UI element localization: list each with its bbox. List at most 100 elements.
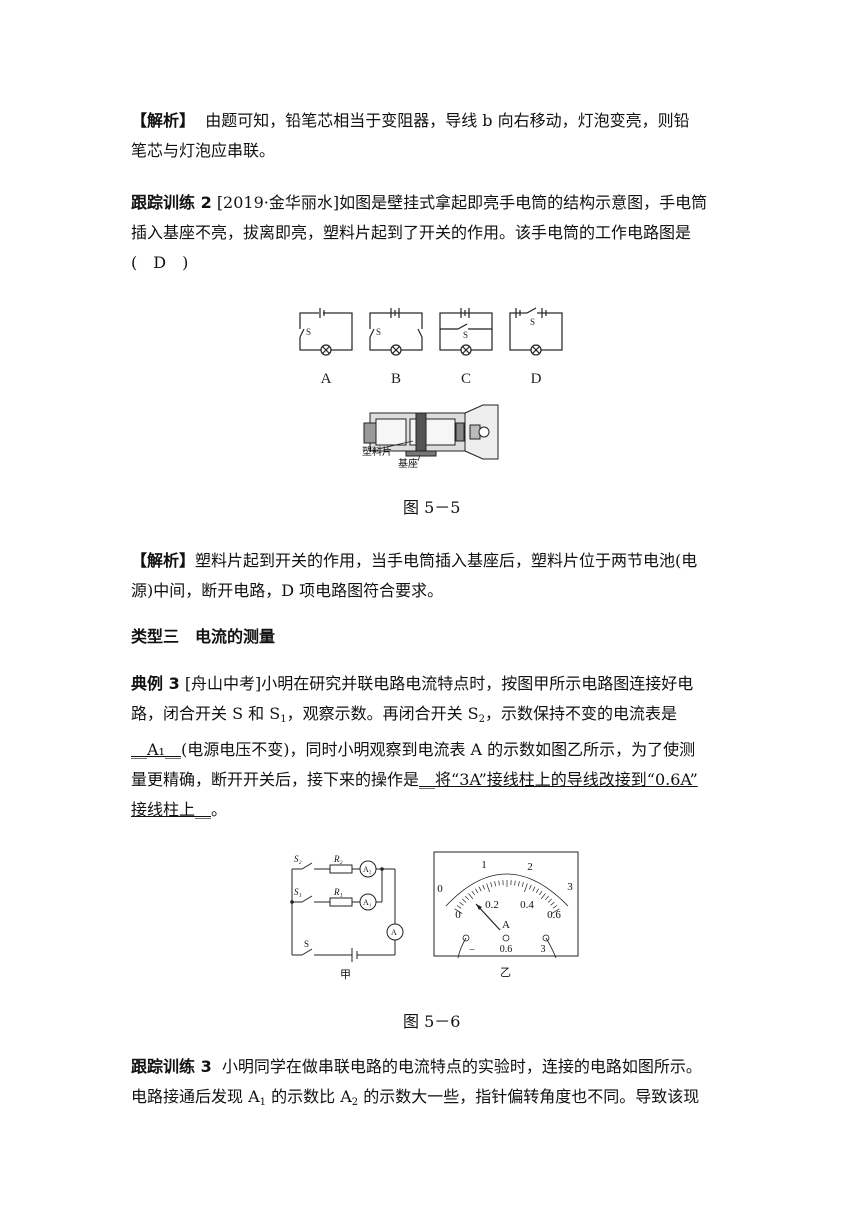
circuit-c	[439, 308, 493, 356]
figure-label-yi: 乙	[500, 966, 511, 979]
example-text-line: 。	[211, 800, 228, 819]
circuit-label: A₂	[363, 865, 372, 874]
meter-tick	[494, 881, 496, 887]
meter-tick	[486, 883, 490, 893]
meter-tick	[471, 890, 475, 896]
figure-label-jia: 甲	[340, 969, 351, 981]
option-label: D	[531, 371, 542, 387]
meter-bottom-scale: 0	[455, 909, 461, 921]
meter-tick	[539, 890, 543, 896]
meter-tick	[462, 898, 467, 903]
ammeter-dial: 0 1 2 3 0 0.2 0.4 0.6 A – 0.6 3 乙	[433, 851, 579, 979]
example-text-line: 量更精确，断开开关后，接下来的操作是	[131, 770, 420, 789]
circuit-b	[368, 308, 424, 356]
circuit-label: S₂	[294, 854, 302, 864]
circuit-label: S	[304, 939, 309, 949]
circuit-label: R₂	[333, 854, 343, 864]
meter-tick	[459, 901, 464, 906]
terminal-label: –	[469, 944, 476, 955]
answer-blank: 接线柱上__	[131, 800, 212, 819]
circuit-label: S₁	[294, 887, 302, 897]
practice-2-paragraph: 跟踪训练 2 [2019·金华丽水]如图是壁挂式拿起即亮手电筒的结构示意图，手电…	[131, 188, 731, 278]
circuit-options-figure: S S S S A B C D	[298, 307, 563, 387]
parallel-circuit-diagram: S₂ R₂ A₂ S₁ R₁ A₁ S A 甲	[290, 854, 404, 981]
analysis-paragraph-2: 【解析】塑料片起到开关的作用，当手电筒插入基座后，塑料片位于两节电池(电 源)中…	[131, 546, 731, 606]
practice-text-line: 插入基座不亮，拔离即亮，塑料片起到了开关的作用。该手电筒的工作电路图是	[131, 223, 692, 242]
switch-label: S	[306, 327, 311, 337]
meter-tick	[540, 893, 546, 900]
meter-bottom-scale: 0.4	[520, 899, 534, 911]
answer-choice: ( D )	[131, 253, 189, 272]
subscript: 1	[259, 1097, 267, 1108]
meter-top-scale: 2	[527, 861, 533, 873]
meter-bottom-scale: 0.6	[547, 909, 561, 921]
practice-label: 跟踪训练 2	[131, 193, 212, 212]
practice-text-line: [2019·金华丽水]如图是壁挂式拿起即亮手电筒的结构示意图，手电筒	[216, 193, 708, 212]
example-text-line: ，示数保持不变的电流表是	[485, 704, 678, 723]
plastic-piece-label: 塑料片	[362, 445, 392, 458]
base-label: 基座	[398, 457, 418, 470]
option-label: B	[391, 371, 401, 387]
example-text-line: [舟山中考]小明在研究并联电路电流特点时，按图甲所示电路图连接好电	[184, 674, 694, 693]
meter-top-scale: 1	[481, 859, 487, 871]
subscript: 2	[478, 714, 485, 725]
meter-tick	[478, 886, 482, 892]
meter-tick	[545, 895, 549, 901]
switch-label: S	[376, 327, 381, 337]
meter-unit: A	[502, 919, 510, 931]
option-label: C	[461, 371, 471, 387]
analysis-tag: 【解析】	[131, 111, 196, 130]
switch-label: S	[530, 317, 535, 327]
meter-tick	[475, 888, 479, 894]
meter-tick	[482, 884, 486, 890]
circuit-label: A₁	[363, 898, 372, 907]
example-text-line: (电源电压不变)，同时小明观察到电流表 A 的示数如图乙所示，为了使测	[180, 740, 696, 759]
section-title-text: 类型三 电流的测量	[131, 627, 276, 646]
section-title: 类型三 电流的测量	[131, 622, 731, 652]
practice-text-line: 的示数比 A	[266, 1087, 352, 1106]
example-3-paragraph: 典例 3 [舟山中考]小明在研究并联电路电流特点时，按图甲所示电路图连接好电 路…	[131, 669, 731, 825]
analysis-text-line: 塑料片起到开关的作用，当手电筒插入基座后，塑料片位于两节电池(电	[195, 551, 698, 570]
meter-tick	[490, 882, 493, 888]
example-text-line: 路，闭合开关 S 和 S	[131, 704, 281, 723]
meter-tick	[532, 886, 536, 892]
analysis-paragraph-1: 【解析】 由题可知，铅笔芯相当于变阻器，导线 b 向右移动，灯泡变亮，则铅 笔芯…	[131, 106, 731, 166]
meter-tick	[514, 880, 516, 886]
meter-tick	[498, 880, 500, 886]
meter-tick	[518, 881, 520, 887]
meter-tick	[535, 888, 539, 894]
practice-text-line: 的示数大一些，指针偏转角度也不同。导致该现	[358, 1087, 700, 1106]
answer-blank: __将“3A”接线柱上的导线改接到“0.6A”	[419, 770, 698, 789]
option-label: A	[321, 371, 332, 387]
answer-blank: __A₁__	[131, 740, 181, 759]
subscript: 2	[351, 1097, 359, 1108]
meter-tick	[550, 901, 555, 906]
meter-top-scale: 3	[567, 881, 573, 893]
figure-caption: 图 5－5	[403, 498, 461, 517]
meter-tick	[551, 908, 560, 914]
analysis-text-line: 由题可知，铅笔芯相当于变阻器，导线 b 向右移动，灯泡变亮，则铅	[205, 111, 690, 130]
meter-tick	[552, 905, 558, 909]
practice-text-line: 小明同学在做串联电路的电流特点的实验时，连接的电路如图所示。	[221, 1057, 702, 1076]
circuit-a	[298, 307, 353, 356]
figure-caption: 图 5－6	[403, 1012, 461, 1031]
example-text-line: ，观察示数。再闭合开关 S	[286, 704, 479, 723]
meter-tick	[454, 908, 463, 914]
circuit-label: A	[391, 928, 397, 937]
circuit-d	[509, 307, 563, 356]
practice-3-paragraph: 跟踪训练 3 小明同学在做串联电路的电流特点的实验时，连接的电路如图所示。 电路…	[131, 1052, 731, 1118]
meter-top-scale: 0	[437, 883, 443, 895]
terminal-label: 3	[541, 944, 546, 955]
meter-tick	[468, 893, 474, 900]
practice-label: 跟踪训练 3	[131, 1057, 212, 1076]
meter-tick	[528, 884, 532, 890]
meter-tick	[465, 895, 469, 901]
flashlight-illustration: 塑料片 基座	[362, 404, 499, 470]
meter-tick	[547, 898, 552, 903]
circuit-label: R₁	[333, 887, 343, 897]
analysis-text-line: 源)中间，断开电路，D 项电路图符合要求。	[131, 581, 444, 600]
meter-tick	[521, 882, 524, 888]
analysis-tag: 【解析】	[131, 551, 196, 570]
meter-tick	[524, 883, 528, 893]
terminal-label: 0.6	[500, 944, 513, 955]
